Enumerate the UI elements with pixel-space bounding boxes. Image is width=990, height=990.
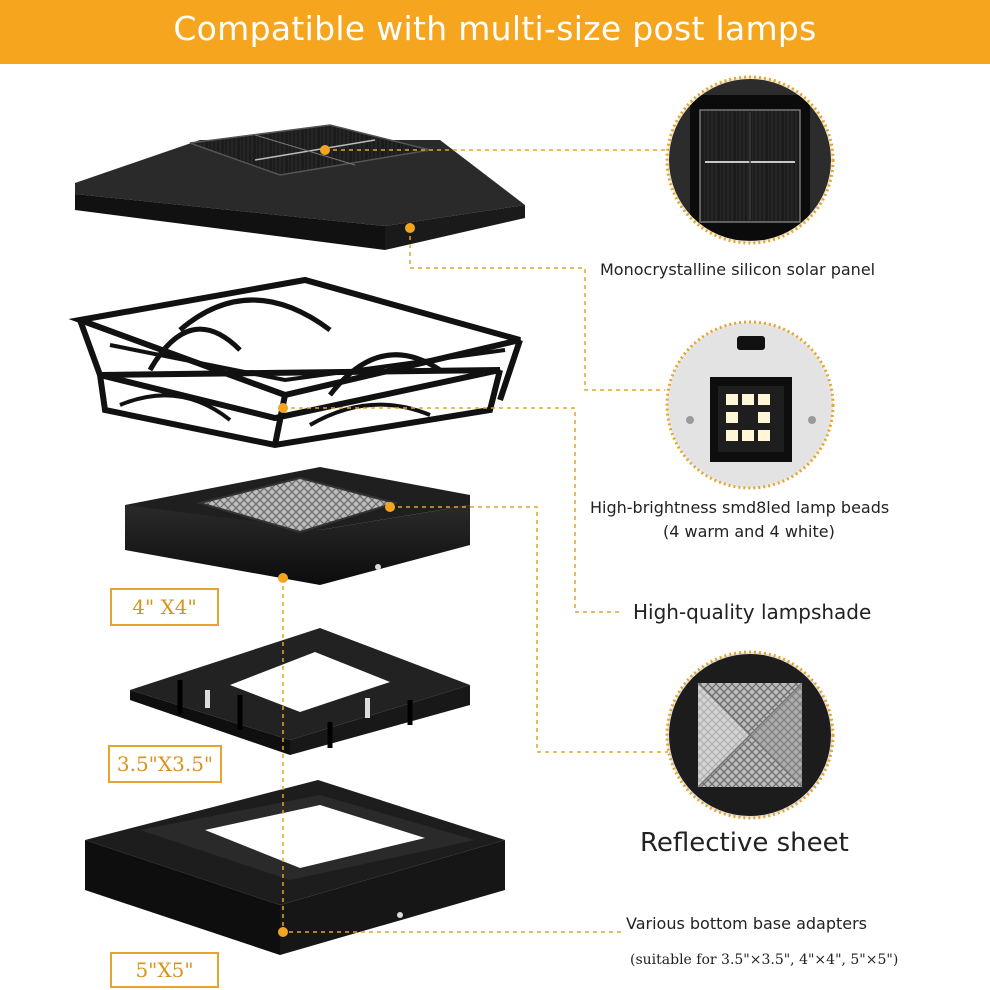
size-tag-5x5: 5"X5" — [110, 952, 219, 988]
reflective-sheet-label: Reflective sheet — [640, 828, 849, 858]
title-banner: Compatible with multi-size post lamps — [0, 0, 990, 64]
reflective-sheet-closeup-icon — [665, 650, 835, 820]
banner-title: Compatible with multi-size post lamps — [173, 9, 817, 48]
lamp-body-part — [125, 467, 470, 585]
base-adapters-note: (suitable for 3.5"×3.5", 4"×4", 5"×5") — [630, 952, 899, 968]
solar-panel-closeup-icon — [665, 75, 835, 245]
size-tag-3-5x3-5: 3.5"X3.5" — [108, 745, 222, 783]
solar-panel-label: Monocrystalline silicon solar panel — [600, 260, 876, 279]
adapter-3-5-part — [130, 628, 470, 755]
lamp-beads-note: (4 warm and 4 white) — [663, 522, 835, 541]
decorative-frame-part — [68, 276, 523, 449]
led-beads-closeup-icon — [665, 320, 835, 490]
base-adapters-label: Various bottom base adapters — [626, 914, 868, 933]
exploded-product-diagram — [68, 75, 835, 955]
connector-dots — [278, 145, 415, 937]
lampshade-label: High-quality lampshade — [633, 600, 872, 624]
size-tag-4x4: 4" X4" — [110, 588, 219, 626]
solar-lid — [75, 124, 525, 250]
adapter-5-part — [85, 780, 505, 955]
lamp-beads-label: High-brightness smd8led lamp beads — [590, 498, 890, 517]
